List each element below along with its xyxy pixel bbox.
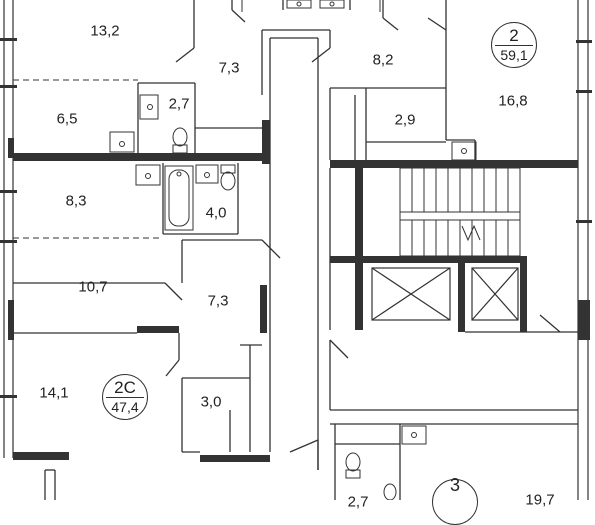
elevator-icon [371, 267, 519, 321]
room-area-16-8: 16,8 [498, 92, 528, 110]
room-area-10-7: 10,7 [78, 278, 108, 296]
apartment-total-area: 59,1 [500, 47, 528, 63]
partition-walls [13, 0, 578, 500]
room-area-19-7: 19,7 [525, 491, 555, 509]
room-area-8-3: 8,3 [65, 192, 87, 210]
room-area-2-7: 2,7 [168, 95, 190, 113]
load-bearing-walls [13, 120, 578, 462]
room-area-13-2: 13,2 [90, 22, 120, 40]
badge-divider [106, 397, 144, 398]
badge-divider [495, 45, 533, 46]
upper-bath-fixtures [241, 0, 381, 12]
room-area-8-2: 8,2 [372, 51, 394, 69]
room-area-7-3-mid: 7,3 [207, 292, 229, 310]
room-area-2-9: 2,9 [394, 111, 416, 129]
exterior-walls [3, 0, 589, 500]
room-area-14-1: 14,1 [39, 384, 69, 402]
bathtub-icon [164, 165, 194, 231]
floor-plan [0, 0, 592, 500]
apartment-total-area: 47,4 [111, 399, 139, 415]
apartment-badge-3: 3 [432, 475, 478, 525]
room-area-7-3-top: 7,3 [218, 59, 240, 77]
apartment-badge-2: 2 59,1 [491, 22, 537, 68]
staircase-icon [399, 167, 521, 257]
apartment-badge-2c: 2С 47,4 [102, 374, 148, 420]
apartment-number: 2С [114, 378, 136, 397]
apartment-number: 3 [449, 475, 460, 495]
apartment-number: 2 [509, 26, 519, 45]
sink-icon [109, 94, 477, 445]
facade-windows [0, 38, 592, 398]
room-area-3-0: 3,0 [200, 393, 222, 411]
room-area-2-7-bottom: 2,7 [347, 493, 369, 511]
room-area-6-5: 6,5 [56, 110, 78, 128]
toilet-icon [172, 127, 397, 500]
room-area-4-0: 4,0 [205, 204, 227, 222]
zone-dividers [13, 79, 163, 239]
